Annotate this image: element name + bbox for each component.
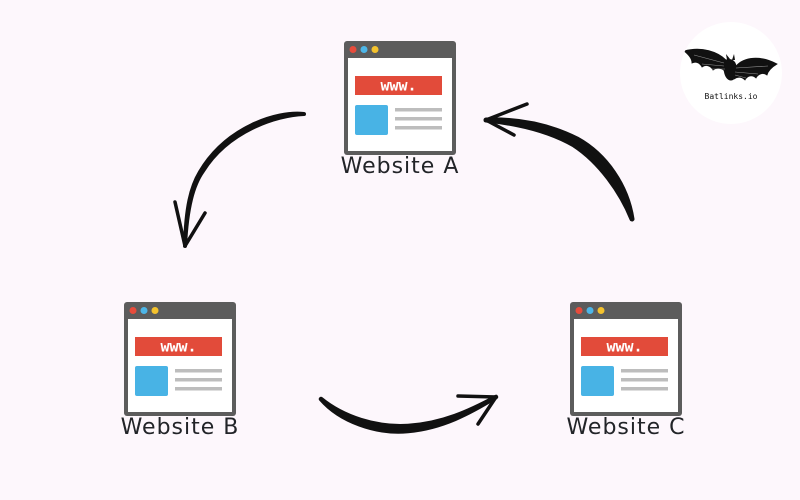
website-a-label: Website A <box>340 154 460 179</box>
url-banner <box>135 337 222 356</box>
arrow-c-to-a-head <box>484 102 529 137</box>
bat-ear <box>726 54 730 60</box>
url-banner <box>581 337 668 356</box>
window-dot-red <box>575 307 583 314</box>
window-body <box>128 319 232 412</box>
website-a-node: www. Website A <box>341 41 458 179</box>
arrow-b-to-c <box>318 394 499 434</box>
bat-body <box>723 59 737 81</box>
browser-window-icon: www. <box>570 302 682 416</box>
url-banner-text: www. <box>160 338 196 356</box>
text-line <box>621 387 668 391</box>
text-line <box>395 126 442 130</box>
arrow-c-to-a-shaft <box>483 117 635 222</box>
website-c-node: www. Website C <box>566 302 685 440</box>
window-body <box>348 58 452 151</box>
image-block <box>135 366 168 396</box>
bat-wing-veins <box>693 54 769 79</box>
url-banner <box>355 76 442 95</box>
text-line <box>175 387 222 391</box>
bat-ear <box>732 54 735 60</box>
bat-wing-right <box>733 57 778 81</box>
bat-wing-left <box>683 48 727 73</box>
browser-window-icon: www. <box>124 302 236 416</box>
arrow-b-to-c-head <box>456 394 498 426</box>
batlinks-logo: Batlinks.io <box>680 22 782 124</box>
text-line <box>395 117 442 121</box>
logo-text: Batlinks.io <box>704 92 758 101</box>
window-dot-yellow <box>597 307 605 314</box>
text-line <box>395 108 442 112</box>
window-body <box>574 319 678 412</box>
window-dot-yellow <box>151 307 159 314</box>
window-address-bar <box>164 308 230 313</box>
image-block <box>355 105 388 135</box>
arrow-a-to-b-shaft <box>183 111 306 248</box>
window-dot-red <box>129 307 137 314</box>
text-line <box>621 378 668 382</box>
website-b-label: Website B <box>120 415 240 440</box>
window-address-bar <box>384 47 450 52</box>
arrow-a-to-b <box>173 111 306 248</box>
url-banner-text: www. <box>380 77 416 95</box>
window-dot-blue <box>586 307 594 314</box>
arrow-c-to-a <box>483 102 635 222</box>
arrow-b-to-c-shaft <box>318 394 499 434</box>
window-dot-yellow <box>371 46 379 53</box>
window-address-bar <box>610 308 676 313</box>
window-dot-red <box>349 46 357 53</box>
arrow-a-to-b-head <box>173 200 207 248</box>
image-block <box>581 366 614 396</box>
text-line <box>175 378 222 382</box>
browser-window-icon: www. <box>344 41 456 155</box>
text-line <box>175 369 222 373</box>
website-c-label: Website C <box>566 415 686 440</box>
url-banner-text: www. <box>606 338 642 356</box>
window-dot-blue <box>140 307 148 314</box>
website-b-node: www. Website B <box>121 302 238 440</box>
bat-icon <box>683 48 778 81</box>
window-dot-blue <box>360 46 368 53</box>
text-line <box>621 369 668 373</box>
